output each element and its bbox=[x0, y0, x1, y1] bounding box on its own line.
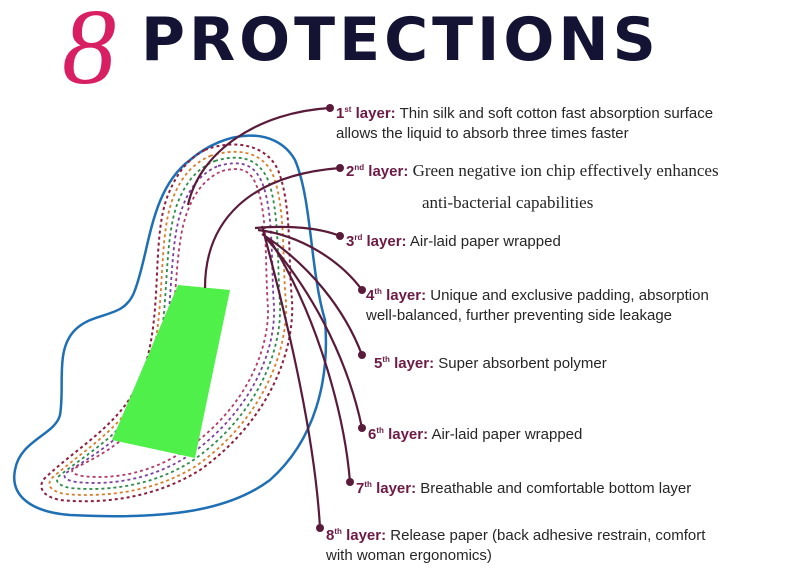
leader-6 bbox=[265, 237, 364, 429]
layer-1-label: 1st layer: bbox=[336, 105, 396, 122]
layer-1-description: 1st layer: Thin silk and soft cotton fas… bbox=[336, 100, 713, 144]
layer-4-text2: well-balanced, further preventing side l… bbox=[366, 307, 673, 324]
layer-2-description: 2nd layer: Green negative ion chip effec… bbox=[346, 152, 719, 218]
layer-8-text2: with woman ergonomics) bbox=[326, 547, 492, 564]
layer-8-text: Release paper (back adhesive restrain, c… bbox=[390, 527, 706, 544]
layer-7-text: Breathable and comfortable bottom layer bbox=[420, 480, 692, 497]
title-word: PROTECTIONS bbox=[141, 5, 660, 75]
leader-2 bbox=[203, 166, 341, 289]
leader-5 bbox=[261, 233, 364, 356]
layer-1-text: Thin silk and soft cotton fast absorptio… bbox=[399, 105, 714, 122]
green-ion-chip bbox=[112, 285, 230, 458]
layer-6-label: 6th layer: bbox=[368, 426, 429, 443]
layer-2-text2: anti-bacterial capabilities bbox=[422, 193, 594, 212]
leader-3 bbox=[254, 225, 341, 238]
layer-1-text2: allows the liquid to absorb three times … bbox=[336, 125, 629, 142]
layer-6-description: 6th layer: Air-laid paper wrapped bbox=[368, 421, 582, 445]
leader-4 bbox=[257, 228, 363, 291]
layer-5-label: 5th layer: bbox=[374, 355, 435, 372]
layer-outline-3 bbox=[56, 156, 281, 490]
leader-dot-8 bbox=[316, 524, 324, 532]
layer-3-label: 3rd layer: bbox=[346, 233, 407, 250]
leader-dot-2 bbox=[336, 164, 344, 172]
leader-dot-5 bbox=[358, 351, 366, 359]
leader-7 bbox=[269, 239, 352, 483]
leader-dot-7 bbox=[346, 478, 354, 486]
layer-4-label: 4th layer: bbox=[366, 287, 427, 304]
leader-dot-3 bbox=[336, 232, 344, 240]
leader-dot-4 bbox=[358, 286, 366, 294]
layer-2-label: 2nd layer: bbox=[346, 163, 409, 180]
layer-2-text: Green negative ion chip effectively enha… bbox=[412, 161, 719, 180]
layer-7-label: 7th layer: bbox=[356, 480, 417, 497]
layer-4-text: Unique and exclusive padding, absorption bbox=[430, 287, 709, 304]
layer-8-description: 8th layer: Release paper (back adhesive … bbox=[326, 522, 705, 566]
leader-8 bbox=[260, 225, 322, 529]
layer-5-description: 5th layer: Super absorbent polymer bbox=[374, 350, 607, 374]
leader-dot-1 bbox=[326, 104, 334, 112]
layer-4-description: 4th layer: Unique and exclusive padding,… bbox=[366, 282, 709, 326]
title-number: 8 bbox=[62, 0, 116, 107]
layer-5-text: Super absorbent polymer bbox=[438, 355, 607, 372]
layer-3-text: Air-laid paper wrapped bbox=[409, 233, 561, 250]
leader-1 bbox=[186, 106, 331, 206]
layer-6-text: Air-laid paper wrapped bbox=[431, 426, 583, 443]
layer-3-description: 3rd layer: Air-laid paper wrapped bbox=[346, 228, 561, 252]
layer-7-description: 7th layer: Breathable and comfortable bo… bbox=[356, 475, 691, 499]
layer-8-label: 8th layer: bbox=[326, 527, 387, 544]
leader-dot-6 bbox=[358, 424, 366, 432]
layer-outline-5 bbox=[71, 168, 269, 478]
